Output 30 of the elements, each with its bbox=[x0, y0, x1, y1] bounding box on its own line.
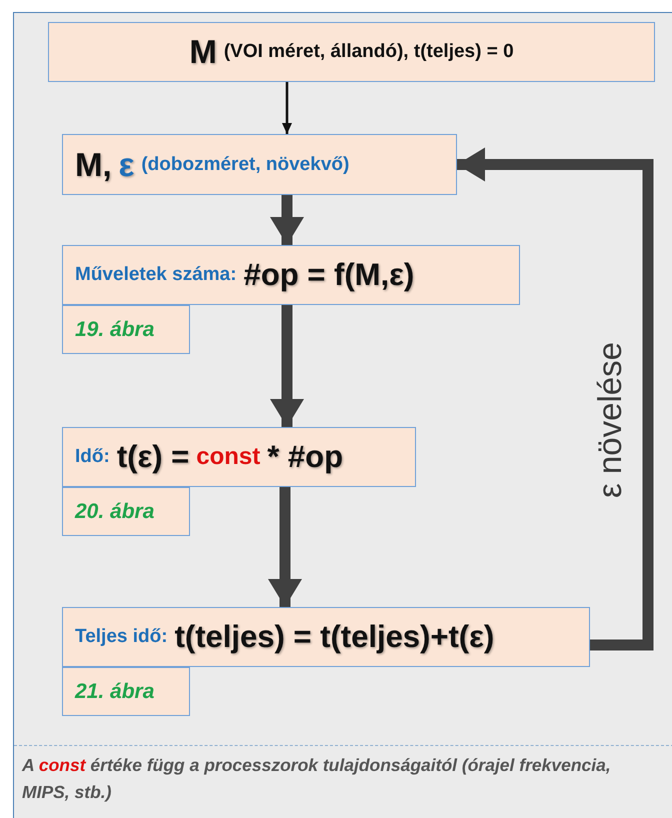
figure-reference-box bbox=[62, 487, 190, 536]
arrow bbox=[270, 195, 304, 245]
description: (VOI méret, állandó), t(teljes) = 0 bbox=[224, 41, 514, 63]
process-box bbox=[62, 607, 590, 667]
formula: #op = f(M,ε) bbox=[244, 257, 414, 293]
formula: t(ε) = bbox=[116, 439, 190, 475]
description: (dobozméret, növekvő) bbox=[141, 154, 350, 176]
arrow bbox=[268, 487, 302, 607]
figure-reference: 21. ábra bbox=[75, 680, 154, 704]
process-box bbox=[62, 134, 457, 195]
process-box bbox=[48, 22, 655, 82]
arrow bbox=[457, 148, 654, 650]
figure-reference-box bbox=[62, 667, 190, 716]
symbol: M, bbox=[75, 146, 112, 184]
symbol: ε bbox=[118, 146, 134, 184]
formula: * #op bbox=[267, 439, 344, 475]
formula: t(teljes) = t(teljes)+t(ε) bbox=[174, 619, 494, 655]
figure-reference-box bbox=[62, 305, 190, 354]
process-box bbox=[62, 245, 520, 305]
formula-term: const bbox=[196, 443, 260, 471]
figure-reference: 20. ábra bbox=[75, 500, 154, 524]
process-box bbox=[62, 427, 416, 487]
arrow bbox=[282, 82, 292, 134]
caption: A const értéke függ a processzorok tulajdonságaitól (órajel frekvencia, MIPS, stb.) bbox=[22, 754, 612, 804]
step-label: Teljes idő: bbox=[75, 626, 168, 648]
figure-reference: 19. ábra bbox=[75, 318, 154, 342]
symbol: M bbox=[189, 33, 217, 71]
step-label: Műveletek száma: bbox=[75, 264, 237, 286]
step-label: Idő: bbox=[75, 446, 110, 468]
arrow bbox=[270, 305, 304, 427]
